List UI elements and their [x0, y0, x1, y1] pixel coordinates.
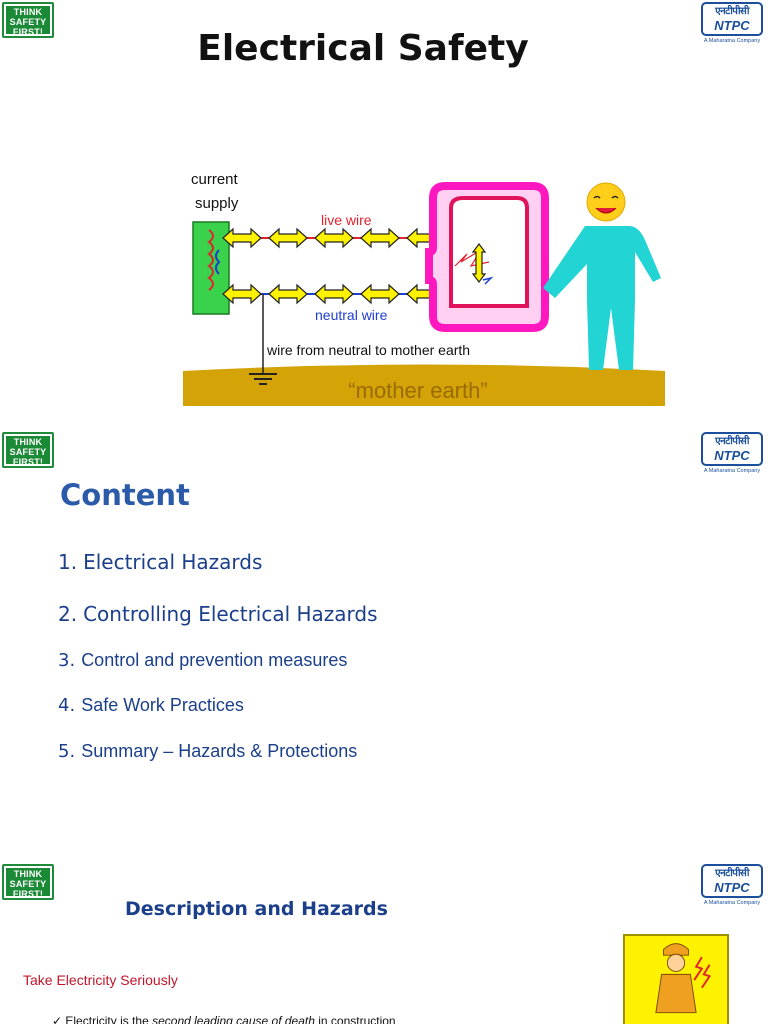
ntpc-logo: एनटीपीसी NTPC A Maharatna Company	[698, 2, 766, 48]
badge-line-1: THINK	[13, 437, 43, 447]
spark-lines	[454, 249, 490, 267]
take-electricity-seriously-text: Take Electricity Seriously	[23, 972, 178, 988]
slide-title: Electrical Safety	[197, 28, 529, 69]
description-heading: Description and Hazards	[125, 898, 388, 920]
worker-body	[655, 973, 697, 1014]
ntpc-name: NTPC	[714, 18, 750, 33]
bullet-text-prefix: Electricity is the	[65, 1014, 153, 1024]
primary-coil	[207, 229, 214, 291]
item-number: 4.	[58, 695, 76, 716]
badge-line-1: THINK	[13, 7, 43, 17]
item-number: 1.	[58, 550, 78, 574]
person-head	[586, 182, 626, 222]
slide-electrical-safety: THINK SAFETY FIRST! एनटीपीसी NTPC A Maha…	[0, 0, 768, 420]
badge-line-3: FIRST!	[12, 457, 44, 467]
badge-line-3: FIRST!	[12, 27, 44, 37]
electrician-warning-icon	[623, 934, 729, 1024]
ntpc-name: NTPC	[714, 448, 750, 463]
bullet-text-suffix: in construction	[314, 1014, 396, 1024]
person-body	[543, 226, 661, 370]
item-number: 5.	[58, 741, 76, 762]
current-label: current	[191, 171, 239, 188]
worker-head	[666, 953, 686, 972]
think-safety-first-logo: THINK SAFETY FIRST!	[2, 864, 54, 900]
list-item: 3.Control and prevention measures	[58, 650, 347, 671]
item-text: Control and prevention measures	[81, 650, 348, 670]
ntpc-hindi-text: एनटीपीसी	[715, 6, 749, 17]
live-wire-label: live wire	[321, 212, 372, 228]
badge-line-2: SAFETY	[9, 17, 47, 27]
think-safety-first-logo: THINK SAFETY FIRST!	[2, 2, 54, 38]
item-number: 2.	[58, 602, 78, 626]
ntpc-tagline: A Maharatna Company	[703, 900, 761, 906]
ntpc-hindi-text: एनटीपीसी	[715, 868, 749, 879]
slide-content: THINK SAFETY FIRST! एनटीपीसी NTPC A Maha…	[0, 430, 768, 830]
badge-line-2: SAFETY	[9, 447, 47, 457]
ntpc-logo: एनटीपीसी NTPC A Maharatna Company	[698, 432, 766, 478]
badge-line-1: THINK	[13, 869, 43, 879]
neutral-leak	[482, 276, 494, 285]
person-smile	[595, 207, 617, 214]
bullet-item: ✓ Electricity is the second leading caus…	[52, 1014, 396, 1024]
badge-line-2: SAFETY	[9, 879, 47, 889]
mother-earth-label: “mother earth”	[348, 378, 487, 403]
list-item: 5.Summary – Hazards & Protections	[58, 741, 357, 762]
spark-icon-2	[701, 964, 712, 989]
neutral-wire-label: neutral wire	[315, 307, 388, 323]
person-eyes	[593, 195, 619, 199]
ntpc-tagline: A Maharatna Company	[703, 468, 761, 474]
spark-icon	[693, 956, 704, 981]
ntpc-tagline: A Maharatna Company	[703, 38, 761, 44]
item-text: Summary – Hazards & Protections	[81, 741, 358, 761]
list-item: 2.Controlling Electrical Hazards	[58, 602, 378, 626]
slide-description-hazards: THINK SAFETY FIRST! एनटीपीसी NTPC A Maha…	[0, 862, 768, 1024]
badge-line-3: FIRST!	[12, 889, 44, 899]
earthing-circuit-diagram: “mother earth” current supply live wire …	[183, 171, 665, 406]
ntpc-name: NTPC	[714, 880, 750, 895]
hard-hat-shape	[663, 943, 689, 956]
ground-shape	[183, 364, 665, 406]
item-text: Safe Work Practices	[81, 695, 244, 715]
ntpc-logo: एनटीपीसी NTPC A Maharatna Company	[698, 864, 766, 910]
checkmark-icon: ✓	[52, 1014, 66, 1024]
secondary-coil	[215, 249, 221, 275]
leakage-arrow	[471, 243, 487, 283]
item-text: Controlling Electrical Hazards	[83, 602, 378, 626]
supply-label: supply	[195, 195, 239, 212]
item-text: Electrical Hazards	[83, 550, 263, 574]
think-safety-first-logo: THINK SAFETY FIRST!	[2, 432, 54, 468]
item-number: 3.	[58, 650, 76, 671]
appliance-inner	[449, 196, 529, 308]
ntpc-hindi-text: एनटीपीसी	[715, 436, 749, 447]
list-item: 1.Electrical Hazards	[58, 550, 262, 574]
list-item: 4.Safe Work Practices	[58, 695, 244, 716]
bullet-text-italic: second leading cause of death	[152, 1014, 315, 1024]
content-heading: Content	[60, 478, 190, 512]
earth-wire-label: wire from neutral to mother earth	[266, 342, 470, 358]
